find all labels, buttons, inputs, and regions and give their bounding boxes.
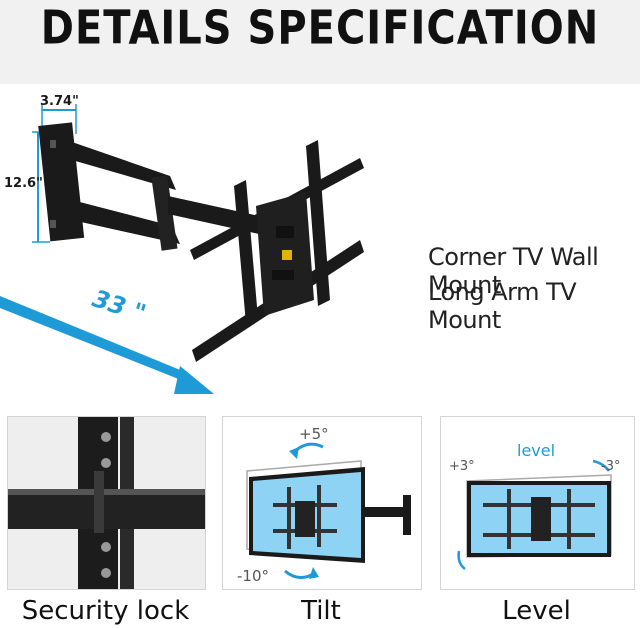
level-top-label: level: [517, 441, 556, 460]
level-image: [457, 459, 612, 570]
security-lock-panel: [7, 416, 206, 590]
level-panel: level +3° -3°: [440, 416, 635, 590]
tilt-image: [246, 442, 411, 579]
description-line-2: Long Arm TV Mount: [428, 278, 577, 334]
security-lock-image: [8, 417, 205, 589]
level-left-label: +3°: [449, 459, 475, 474]
header-band: [0, 0, 640, 84]
tilt-caption: Tilt: [301, 596, 341, 626]
width-dimension: 3.74": [40, 94, 79, 109]
level-right-label: -3°: [601, 459, 621, 474]
tilt-up-label: +5°: [299, 425, 329, 443]
tilt-down-label: -10°: [237, 567, 269, 585]
page-title: DETAILS SPECIFICATION: [40, 2, 600, 56]
height-dimension: 12.6": [4, 176, 43, 191]
description-line-1: Corner TV Wall Mount: [428, 243, 599, 299]
tilt-panel: +5° -10°: [222, 416, 422, 590]
level-caption: Level: [502, 596, 571, 626]
mount-illustration: [0, 104, 364, 394]
security-lock-caption: Security lock: [21, 596, 190, 626]
